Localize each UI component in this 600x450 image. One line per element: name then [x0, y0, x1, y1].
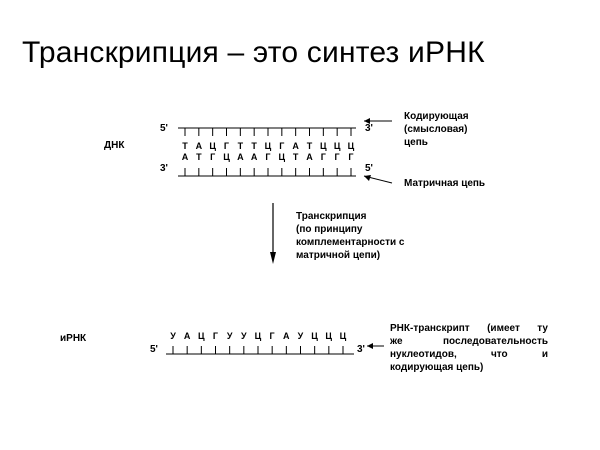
mrna-strand-ticks — [172, 346, 344, 354]
nucleotide: Т — [196, 152, 202, 162]
nucleotide: Т — [237, 141, 244, 151]
mrna-5-prime: 5' — [150, 344, 158, 355]
nucleotide: Ц — [198, 331, 205, 341]
coding-strand-arrow-head — [364, 118, 370, 124]
mrna-arrow-head — [367, 343, 373, 349]
nucleotide: Ц — [311, 331, 318, 341]
mrna-transcript-label-line: нуклеотидов, что и — [390, 349, 548, 360]
coding-strand-label: Кодирующая (смысловая) цепь — [404, 110, 469, 149]
nucleotide: А — [283, 331, 290, 341]
nucleotide: Ц — [209, 141, 216, 151]
coding-strand-label-line: (смысловая) — [404, 124, 468, 135]
nucleotide: Ц — [319, 141, 327, 151]
nucleotide: Ц — [325, 331, 332, 341]
transcription-label: Транскрипция (по принципу комплементарно… — [296, 210, 404, 262]
template-strand-label: Матричная цепь — [404, 178, 486, 189]
nucleotide: А — [195, 141, 203, 151]
mrna-transcript-label-line: же последовательность — [390, 336, 548, 347]
nucleotide: У — [297, 331, 304, 341]
nucleotide: Ц — [278, 152, 286, 162]
nucleotide: Т — [292, 152, 299, 162]
transcription-arrow-head — [270, 252, 276, 264]
nucleotide: Г — [279, 141, 285, 151]
mrna-label: иРНК — [60, 333, 87, 344]
dna-bottom-strand-ticks — [184, 168, 352, 176]
mrna-transcript-label: РНК-транскрипт (имеет ту же последовател… — [390, 322, 548, 374]
nucleotide: А — [237, 152, 244, 162]
mrna-3-prime: 3' — [357, 344, 365, 355]
nucleotide: Т — [306, 141, 313, 151]
coding-strand-label-line: Кодирующая — [404, 111, 469, 122]
nucleotide: Ц — [254, 331, 262, 341]
nucleotide: Ц — [223, 152, 230, 162]
nucleotide: Т — [182, 141, 188, 151]
nucleotide: У — [240, 331, 247, 341]
nucleotide: Ц — [264, 141, 272, 151]
nucleotide: Г — [223, 141, 230, 151]
nucleotide: Г — [334, 152, 340, 162]
dna-bottom-3-prime: 3' — [160, 163, 168, 174]
nucleotide: У — [170, 331, 176, 341]
nucleotide: А — [306, 152, 313, 162]
nucleotide: Г — [269, 331, 275, 341]
nucleotide: Ц — [339, 331, 347, 341]
page-title: Транскрипция – это синтез иРНК — [22, 36, 485, 69]
dna-top-strand-ticks — [184, 128, 352, 136]
nucleotide: А — [292, 141, 299, 151]
mrna-transcript-label-line: РНК-транскрипт (имеет ту — [390, 323, 548, 334]
nucleotide: Ц — [333, 141, 341, 151]
nucleotide: А — [250, 152, 258, 162]
nucleotide: Г — [210, 152, 216, 162]
mrna-transcript-label-line: кодирующая цепь) — [390, 362, 484, 373]
dna-top-3-prime: 3' — [365, 123, 373, 134]
nucleotide: А — [181, 152, 189, 162]
nucleotide: Г — [265, 152, 271, 162]
dna-bottom-5-prime: 5' — [365, 163, 373, 174]
nucleotide: А — [183, 331, 191, 341]
nucleotide: Т — [251, 141, 257, 151]
dna-top-5-prime: 5' — [160, 123, 168, 134]
nucleotide: Г — [212, 331, 219, 341]
nucleotide: Ц — [347, 141, 355, 151]
transcription-label-line: (по принципу — [296, 224, 363, 235]
template-strand-arrow-head — [364, 175, 371, 181]
coding-strand-label-line: цепь — [404, 137, 428, 148]
transcription-label-line: Транскрипция — [296, 211, 367, 222]
nucleotide: Г — [320, 152, 326, 162]
dna-label: ДНК — [104, 140, 125, 151]
nucleotide: Г — [348, 152, 354, 162]
transcription-label-line: матричной цепи) — [296, 250, 381, 261]
transcription-label-line: комплементарности с — [296, 237, 405, 248]
nucleotide: У — [226, 331, 233, 341]
